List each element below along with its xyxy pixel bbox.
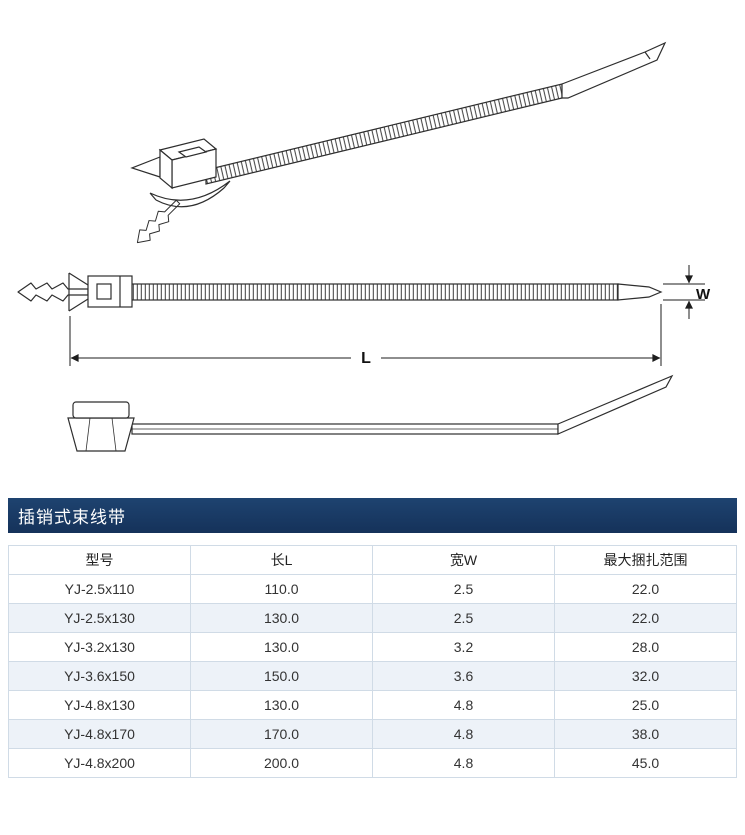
spec-cell: 130.0: [190, 603, 373, 633]
spec-cell: 38.0: [554, 719, 737, 749]
spec-cell: 3.6: [372, 661, 555, 691]
spec-cell: 4.8: [372, 748, 555, 778]
length-dimension: L: [69, 304, 662, 367]
head-body: [67, 417, 135, 452]
isometric-view: [130, 41, 667, 249]
spec-cell: 150.0: [190, 661, 373, 691]
spec-cell: 4.8: [372, 719, 555, 749]
strap-band: [130, 283, 619, 301]
push-pin: [17, 282, 89, 302]
spec-cell: 45.0: [554, 748, 737, 778]
width-dimension: W: [663, 265, 711, 319]
spec-cell: 4.8: [372, 690, 555, 720]
section-title: 插销式束线带: [18, 508, 126, 527]
tip-fold-line: [644, 51, 651, 60]
strap-band: [205, 83, 563, 185]
model-cell: YJ-4.8x170: [8, 719, 191, 749]
model-cell: YJ-4.8x200: [8, 748, 191, 778]
col-header-model: 型号: [8, 545, 191, 575]
spec-cell: 2.5: [372, 574, 555, 604]
header-row: 型号 长L 宽W 最大捆扎范围: [8, 545, 737, 575]
head-slot: [177, 146, 208, 158]
cone-washer: [149, 180, 231, 208]
spec-cell: 130.0: [190, 690, 373, 720]
side-wing: [130, 156, 161, 178]
head-slot: [96, 283, 112, 300]
side-view: [17, 272, 663, 312]
section-header-bar: 插销式束线带: [8, 498, 737, 533]
spec-cell: 32.0: [554, 661, 737, 691]
spec-cell: 22.0: [554, 603, 737, 633]
spec-table-head: 型号 长L 宽W 最大捆扎范围: [8, 545, 737, 575]
col-header-length: 长L: [190, 545, 373, 575]
head-cap: [72, 401, 130, 419]
spec-cell: 200.0: [190, 748, 373, 778]
strap-tip: [561, 41, 667, 99]
model-cell: YJ-2.5x110: [8, 574, 191, 604]
col-header-range: 最大捆扎范围: [554, 545, 737, 575]
head-left-face: [159, 148, 173, 190]
head-detail-line: [85, 417, 91, 452]
technical-drawings: W L: [17, 41, 711, 452]
spec-cell: 22.0: [554, 574, 737, 604]
spec-cell: 28.0: [554, 632, 737, 662]
spec-cell: 130.0: [190, 632, 373, 662]
cone-washer: [68, 272, 89, 312]
col-header-width: 宽W: [372, 545, 555, 575]
model-cell: YJ-2.5x130: [8, 603, 191, 633]
model-cell: YJ-3.6x150: [8, 661, 191, 691]
model-cell: YJ-3.2x130: [8, 632, 191, 662]
strap-tip: [557, 374, 674, 435]
strap-tip: [617, 283, 663, 301]
push-pin: [131, 196, 184, 249]
angled-side-view: [67, 374, 674, 452]
spec-cell: 3.2: [372, 632, 555, 662]
head-detail-line: [111, 417, 117, 452]
model-cell: YJ-4.8x130: [8, 690, 191, 720]
spec-cell: 2.5: [372, 603, 555, 633]
width-label: W: [696, 286, 711, 303]
spec-cell: 25.0: [554, 690, 737, 720]
length-label: L: [361, 350, 371, 367]
spec-cell: 170.0: [190, 719, 373, 749]
spec-cell: 110.0: [190, 574, 373, 604]
